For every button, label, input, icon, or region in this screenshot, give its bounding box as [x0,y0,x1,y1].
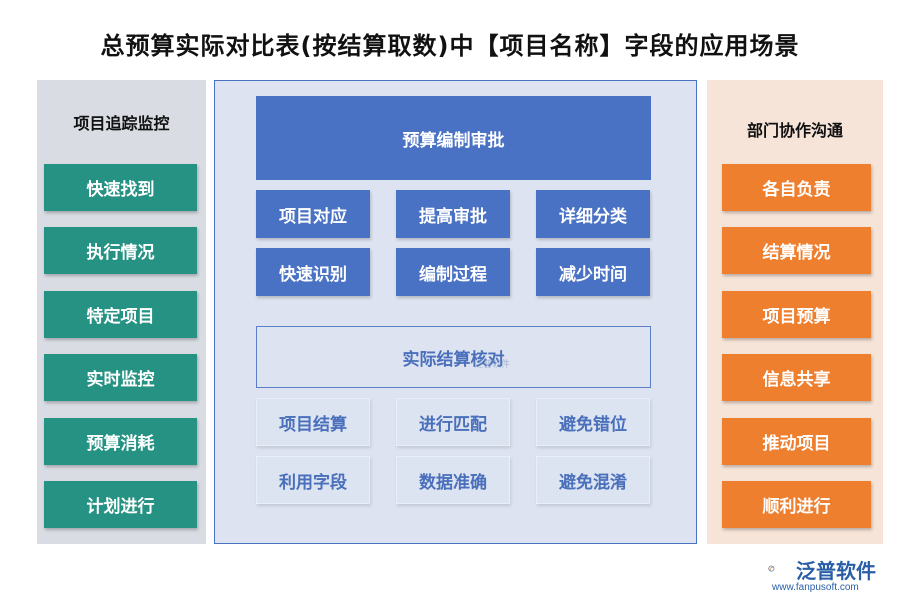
bottom-cell: 项目结算 [256,398,370,446]
top-cell: 快速识别 [256,248,370,296]
fanpu-logo-icon [768,565,775,572]
top-cell: 项目对应 [256,190,370,238]
budget-approval-header: 预算编制审批 [256,96,651,180]
bottom-cell: 利用字段 [256,456,370,504]
left-item: 实时监控 [44,354,197,401]
top-cell: 编制过程 [396,248,510,296]
right-item: 项目预算 [722,291,871,338]
bottom-cell: 避免错位 [536,398,650,446]
right-panel-heading: 部门协作沟通 [746,121,843,140]
page-title: 总预算实际对比表(按结算取数)中【项目名称】字段的应用场景 [100,32,800,60]
left-item: 特定项目 [44,291,197,338]
left-item: 预算消耗 [44,418,197,465]
left-item: 执行情况 [44,227,197,274]
right-item: 结算情况 [722,227,871,274]
right-item: 各自负责 [722,164,871,211]
right-item: 顺利进行 [722,481,871,528]
bottom-cell: 避免混淆 [536,456,650,504]
right-item: 信息共享 [722,354,871,401]
bottom-cell: 进行匹配 [396,398,510,446]
top-cell: 详细分类 [536,190,650,238]
bottom-cell: 数据准确 [396,456,510,504]
logo-name: 泛普软件 [796,559,876,583]
watermark: 泛普软件 [474,360,511,370]
left-panel-heading: 项目追踪监控 [73,114,170,133]
actual-settlement-header: 实际结算核对 [256,326,651,388]
top-cell: 提高审批 [396,190,510,238]
right-item: 推动项目 [722,418,871,465]
left-item: 计划进行 [44,481,197,528]
logo-url: www.fanpusoft.com [772,582,859,593]
left-item: 快速找到 [44,164,197,211]
top-cell: 减少时间 [536,248,650,296]
